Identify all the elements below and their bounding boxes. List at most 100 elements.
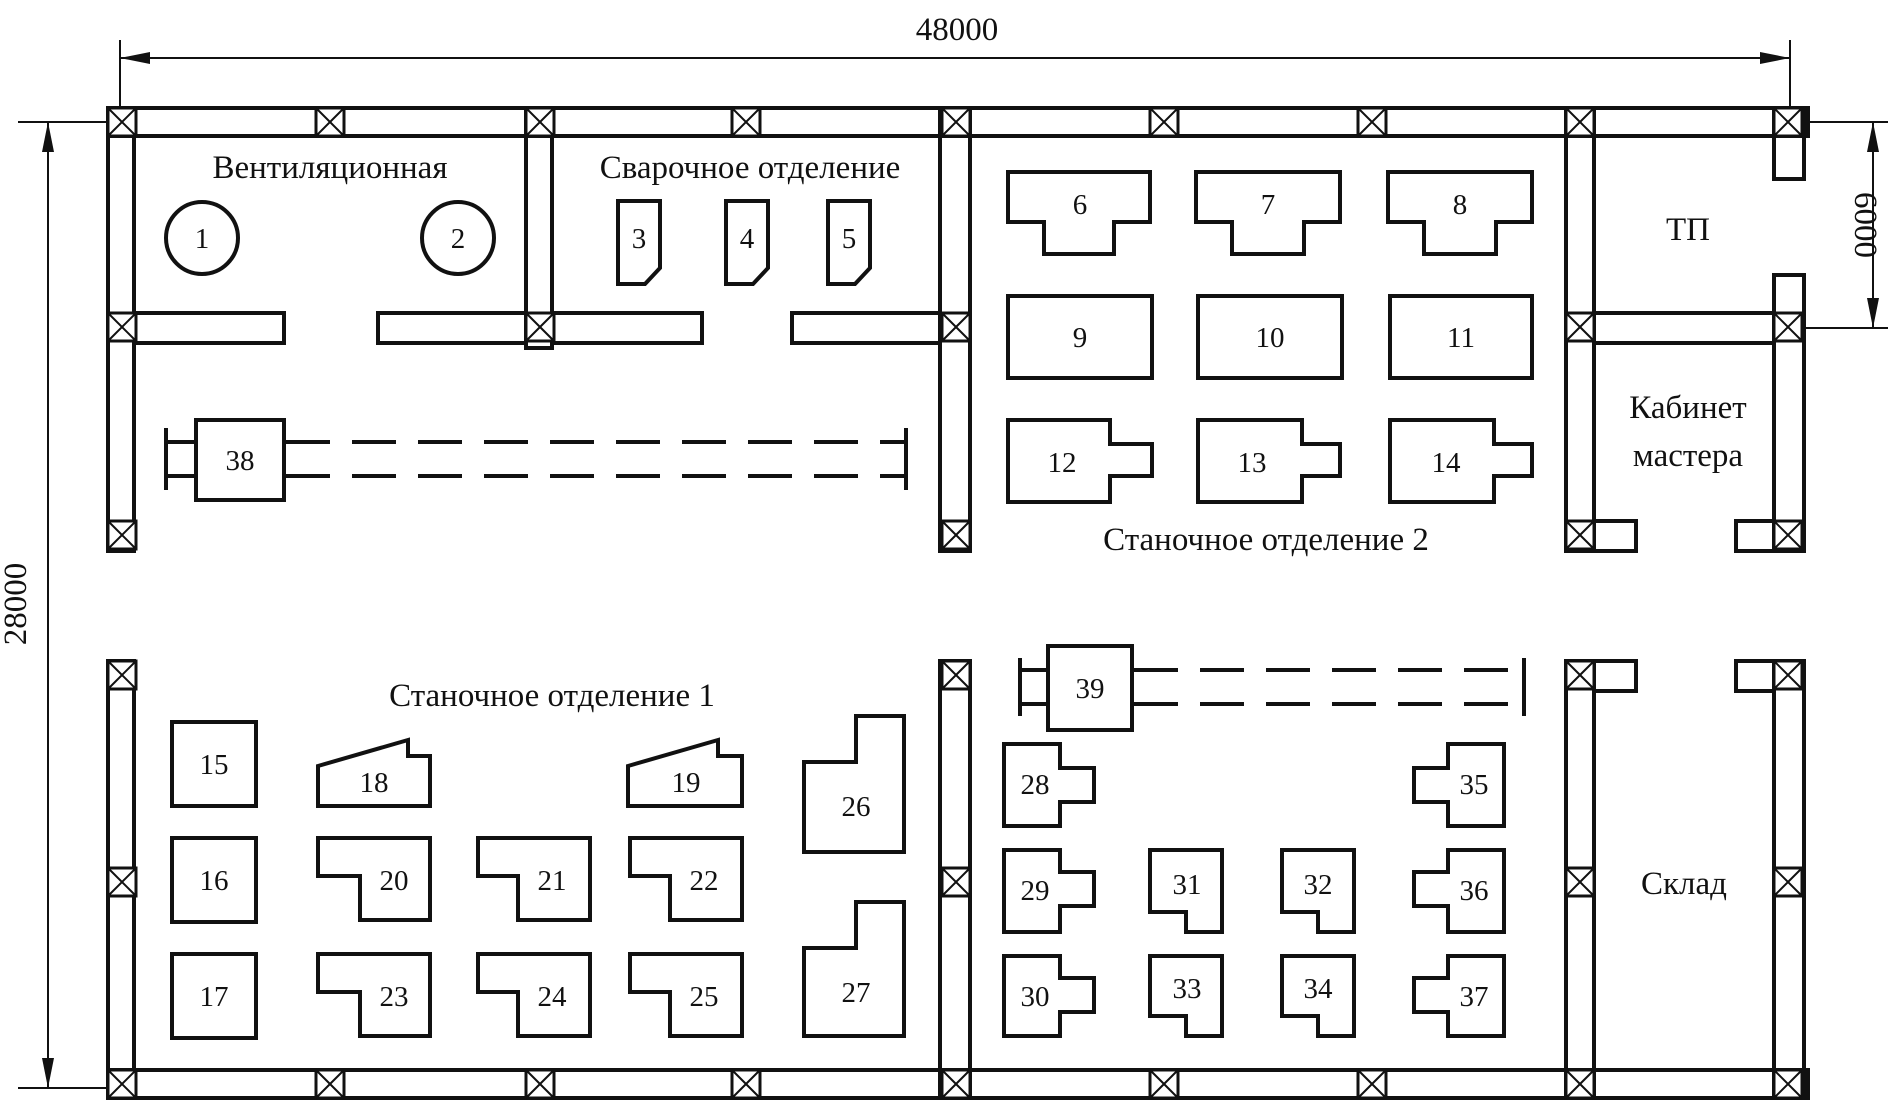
equipment-number-28: 28 (1021, 769, 1050, 801)
room-label-ventilation: Вентиляционная (212, 150, 447, 186)
equipment-number-17: 17 (200, 981, 229, 1013)
column-marker (106, 519, 138, 551)
machine-13 (1196, 418, 1342, 504)
column-marker (106, 311, 138, 343)
equipment-number-30: 30 (1021, 981, 1050, 1013)
column-marker (1564, 1068, 1596, 1100)
equipment-number-34: 34 (1304, 973, 1334, 1005)
room-label-foreman-office-line1: Кабинет (1629, 390, 1746, 426)
crane-38 (164, 418, 908, 502)
column-marker (1772, 1068, 1804, 1100)
dimension-height-label: 28000 (0, 563, 34, 646)
equipment-number-31: 31 (1173, 869, 1202, 901)
ventilation-unit-1 (164, 200, 240, 276)
equipment-number-32: 32 (1304, 869, 1333, 901)
machine-7 (1194, 170, 1342, 256)
equipment-number-25: 25 (690, 981, 719, 1013)
column-marker (1772, 519, 1804, 551)
column-marker (1148, 106, 1180, 138)
room-label-machine-shop-1: Станочное отделение 1 (389, 678, 715, 714)
machine-10 (1196, 294, 1344, 380)
equipment-number-9: 9 (1073, 322, 1088, 354)
column-marker (940, 106, 972, 138)
equipment-number-7: 7 (1261, 189, 1276, 221)
machine-23 (316, 952, 432, 1038)
column-marker (314, 106, 346, 138)
equipment-number-10: 10 (1256, 322, 1285, 354)
machine-18 (316, 737, 432, 808)
equipment-number-14: 14 (1432, 447, 1462, 479)
equipment-number-27: 27 (842, 977, 871, 1009)
machine-32 (1280, 848, 1356, 934)
machine-20 (316, 836, 432, 922)
machine-16 (170, 836, 258, 924)
machine-17 (170, 952, 258, 1040)
equipment-number-12: 12 (1048, 447, 1077, 479)
equipment-number-21: 21 (538, 865, 567, 897)
room-label-welding: Сварочное отделение (600, 150, 901, 186)
machine-12 (1006, 418, 1154, 504)
equipment-number-8: 8 (1453, 189, 1468, 221)
equipment-number-39: 39 (1076, 673, 1105, 705)
column-marker (730, 1068, 762, 1100)
column-marker (730, 106, 762, 138)
equipment-number-4: 4 (740, 223, 755, 255)
welding-post-4 (724, 199, 770, 286)
equipment-number-29: 29 (1021, 875, 1050, 907)
column-marker (1564, 311, 1596, 343)
column-marker (106, 106, 138, 138)
machine-29 (1002, 848, 1096, 934)
equipment-number-37: 37 (1460, 981, 1489, 1013)
column-marker (1772, 311, 1804, 343)
machine-6 (1006, 170, 1152, 256)
machine-19 (626, 737, 744, 808)
equipment-number-35: 35 (1460, 769, 1489, 801)
machine-22 (628, 836, 744, 922)
machine-28 (1002, 742, 1096, 828)
equipment-number-5: 5 (842, 223, 857, 255)
dimension-height (18, 121, 108, 1089)
equipment-number-18: 18 (360, 767, 389, 799)
equipment-number-16: 16 (200, 865, 229, 897)
machine-8 (1386, 170, 1534, 256)
machine-21 (476, 836, 592, 922)
column-marker (1772, 659, 1804, 691)
machine-33 (1148, 954, 1224, 1038)
equipment-number-6: 6 (1073, 189, 1088, 221)
column-marker (524, 311, 556, 343)
equipment-number-11: 11 (1447, 322, 1475, 354)
machine-9 (1006, 294, 1154, 380)
machine-15 (170, 720, 258, 808)
column-marker (1772, 106, 1804, 138)
equipment-number-33: 33 (1173, 973, 1202, 1005)
column-marker (940, 659, 972, 691)
column-marker (940, 1068, 972, 1100)
dimension-width-label: 48000 (916, 12, 999, 48)
dimension-width (119, 40, 1791, 108)
columns (106, 106, 1804, 1100)
equipment-number-1: 1 (195, 223, 210, 255)
welding-post-5 (826, 199, 872, 286)
column-marker (1564, 866, 1596, 898)
column-marker (1356, 106, 1388, 138)
column-marker (1772, 866, 1804, 898)
equipment-number-20: 20 (380, 865, 409, 897)
equipment-number-23: 23 (380, 981, 409, 1013)
machine-14 (1388, 418, 1534, 504)
machine-34 (1280, 954, 1356, 1038)
equipment-number-13: 13 (1238, 447, 1267, 479)
column-marker (940, 311, 972, 343)
equipment-number-26: 26 (842, 791, 871, 823)
room-label-foreman-office-line2: мастера (1633, 438, 1744, 474)
column-marker (524, 106, 556, 138)
column-marker (1564, 659, 1596, 691)
machine-26 (802, 714, 906, 854)
equipment-number-3: 3 (632, 223, 647, 255)
crane-39 (1018, 644, 1526, 732)
machine-31 (1148, 848, 1224, 934)
equipment-number-22: 22 (690, 865, 719, 897)
machine-35 (1412, 742, 1506, 828)
machine-37 (1412, 954, 1506, 1038)
welding-post-3 (616, 199, 662, 286)
